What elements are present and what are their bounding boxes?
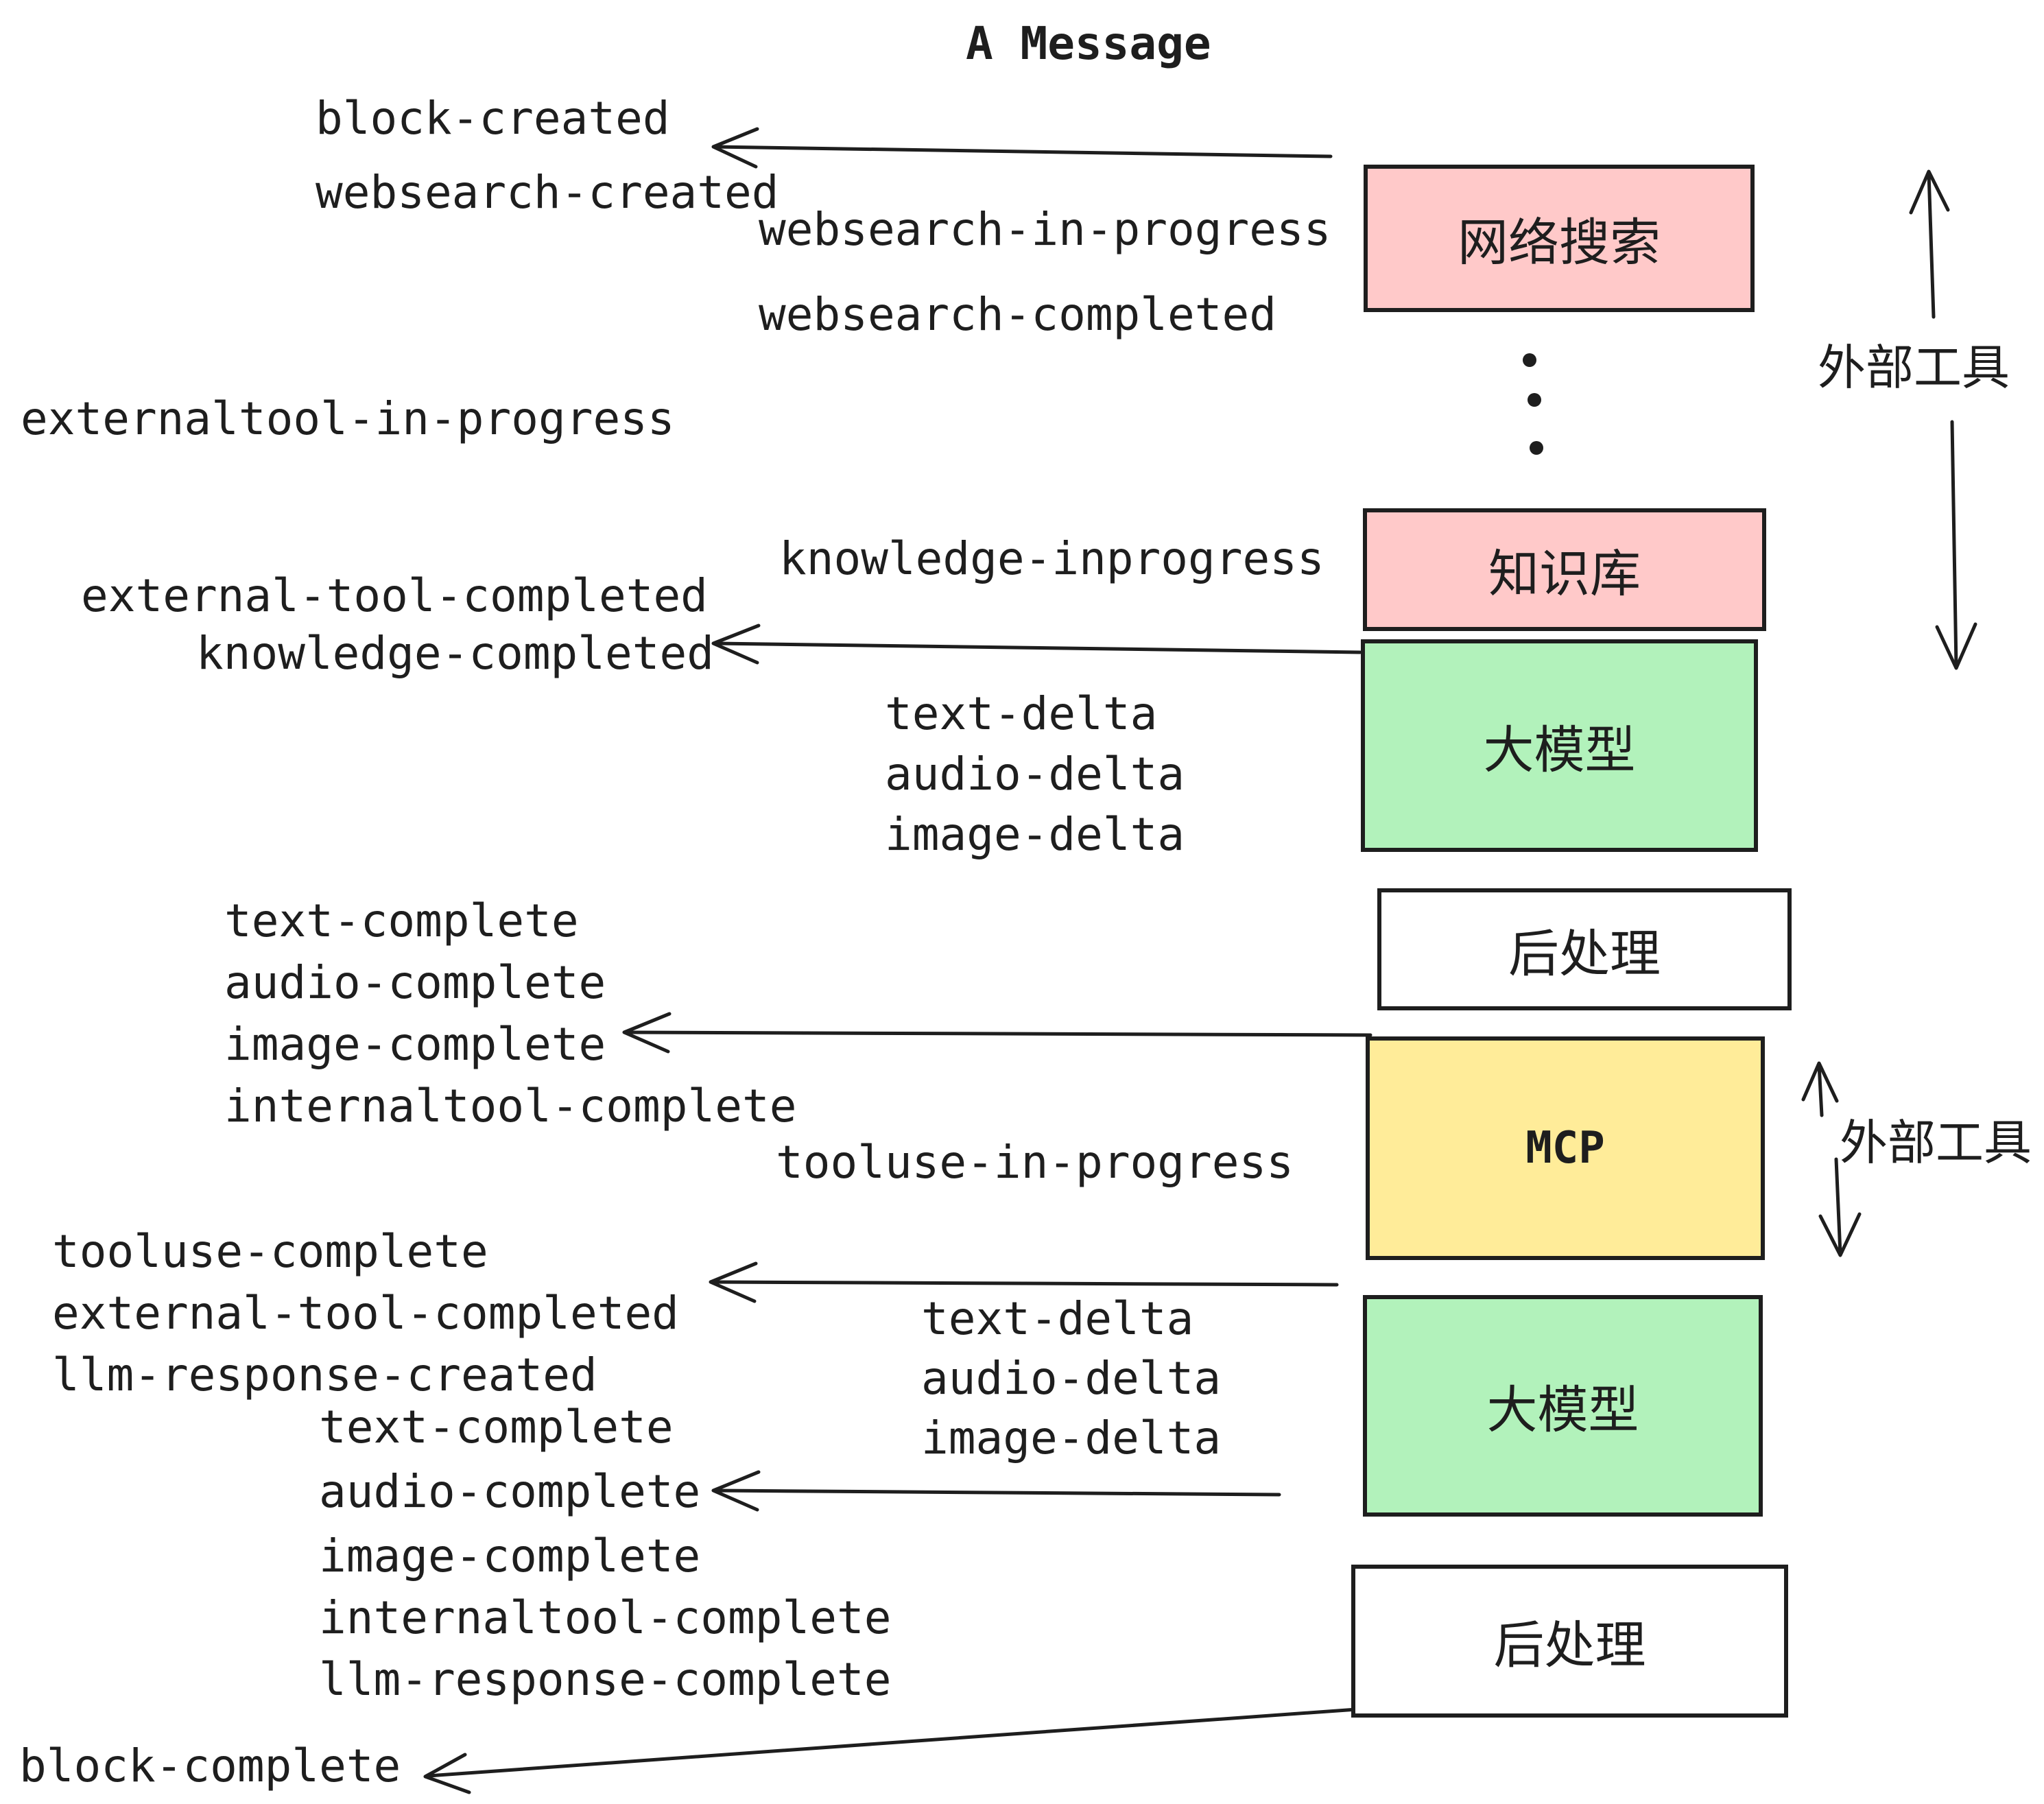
event-external-tool-completed-2: external-tool-completed <box>52 1287 679 1340</box>
event-internaltool-complete-1: internaltool-complete <box>224 1080 797 1132</box>
event-websearch-completed: websearch-completed <box>759 288 1276 341</box>
event-audio-complete-1: audio-complete <box>224 956 606 1009</box>
event-audio-delta-2: audio-delta <box>921 1352 1222 1405</box>
event-text-complete-2: text-complete <box>319 1401 674 1453</box>
event-audio-delta-1: audio-delta <box>885 748 1185 800</box>
ellipsis-dots-icon <box>1523 353 1543 455</box>
event-text-delta-1: text-delta <box>885 687 1158 740</box>
event-external-tool-completed-1: external-tool-completed <box>81 569 708 622</box>
event-audio-complete-2: audio-complete <box>319 1465 701 1518</box>
arrow-post1-to-events-icon <box>622 1012 1372 1054</box>
event-knowledge-completed: knowledge-completed <box>196 627 714 680</box>
box-postprocess-2-label: 后处理 <box>1493 1617 1646 1674</box>
event-tooluse-complete: tooluse-complete <box>52 1225 488 1278</box>
arrow-llm2-to-events-icon <box>711 1470 1281 1512</box>
box-websearch-label: 网络搜索 <box>1458 214 1661 271</box>
event-text-delta-2: text-delta <box>921 1292 1194 1345</box>
arrow-knowledge-to-events-icon <box>711 624 1362 665</box>
arrow-websearch-to-events-icon <box>711 127 1333 169</box>
mcp-up-arrow-icon <box>1801 1061 1839 1117</box>
event-tooluse-in-progress: tooluse-in-progress <box>776 1136 1294 1189</box>
box-llm-2-label: 大模型 <box>1486 1381 1639 1438</box>
event-block-complete: block-complete <box>19 1740 401 1792</box>
event-image-delta-2: image-delta <box>921 1412 1222 1464</box>
event-block-created: block-created <box>316 92 670 145</box>
box-mcp: MCP <box>1366 1036 1765 1260</box>
box-llm-2: 大模型 <box>1363 1295 1763 1517</box>
box-postprocess-1-label: 后处理 <box>1508 925 1661 982</box>
external-tools-label-mcp: 外部工具 <box>1840 1116 2032 1170</box>
box-llm-1-label: 大模型 <box>1483 721 1636 779</box>
arrow-post2-to-block-complete-icon <box>423 1707 1359 1794</box>
event-text-complete-1: text-complete <box>224 894 579 947</box>
event-image-complete-2: image-complete <box>319 1530 701 1582</box>
mcp-down-arrow-icon <box>1818 1157 1862 1257</box>
event-image-complete-1: image-complete <box>224 1018 606 1071</box>
box-postprocess-2: 后处理 <box>1351 1565 1788 1718</box>
external-tools-down-arrow-icon <box>1935 420 1977 670</box>
event-knowledge-inprogress: knowledge-inprogress <box>779 532 1324 585</box>
event-websearch-created: websearch-created <box>316 166 779 219</box>
box-knowledge: 知识库 <box>1363 508 1766 631</box>
external-tools-label-top: 外部工具 <box>1818 341 2010 394</box>
event-llm-response-created: llm-response-created <box>52 1349 597 1401</box>
event-llm-response-complete: llm-response-complete <box>319 1653 892 1706</box>
box-postprocess-1: 后处理 <box>1377 888 1792 1010</box>
event-internaltool-complete-2: internaltool-complete <box>319 1591 892 1644</box>
box-knowledge-label: 知识库 <box>1488 545 1641 602</box>
event-image-delta-1: image-delta <box>885 808 1185 861</box>
event-websearch-in-progress: websearch-in-progress <box>759 203 1331 256</box>
external-tools-up-arrow-icon <box>1909 169 1950 319</box>
event-externaltool-in-progress: externaltool-in-progress <box>21 392 675 445</box>
box-mcp-label: MCP <box>1525 1123 1605 1174</box>
page-title: A Message <box>966 17 1211 70</box>
box-websearch: 网络搜索 <box>1364 165 1755 312</box>
box-llm-1: 大模型 <box>1361 639 1758 852</box>
